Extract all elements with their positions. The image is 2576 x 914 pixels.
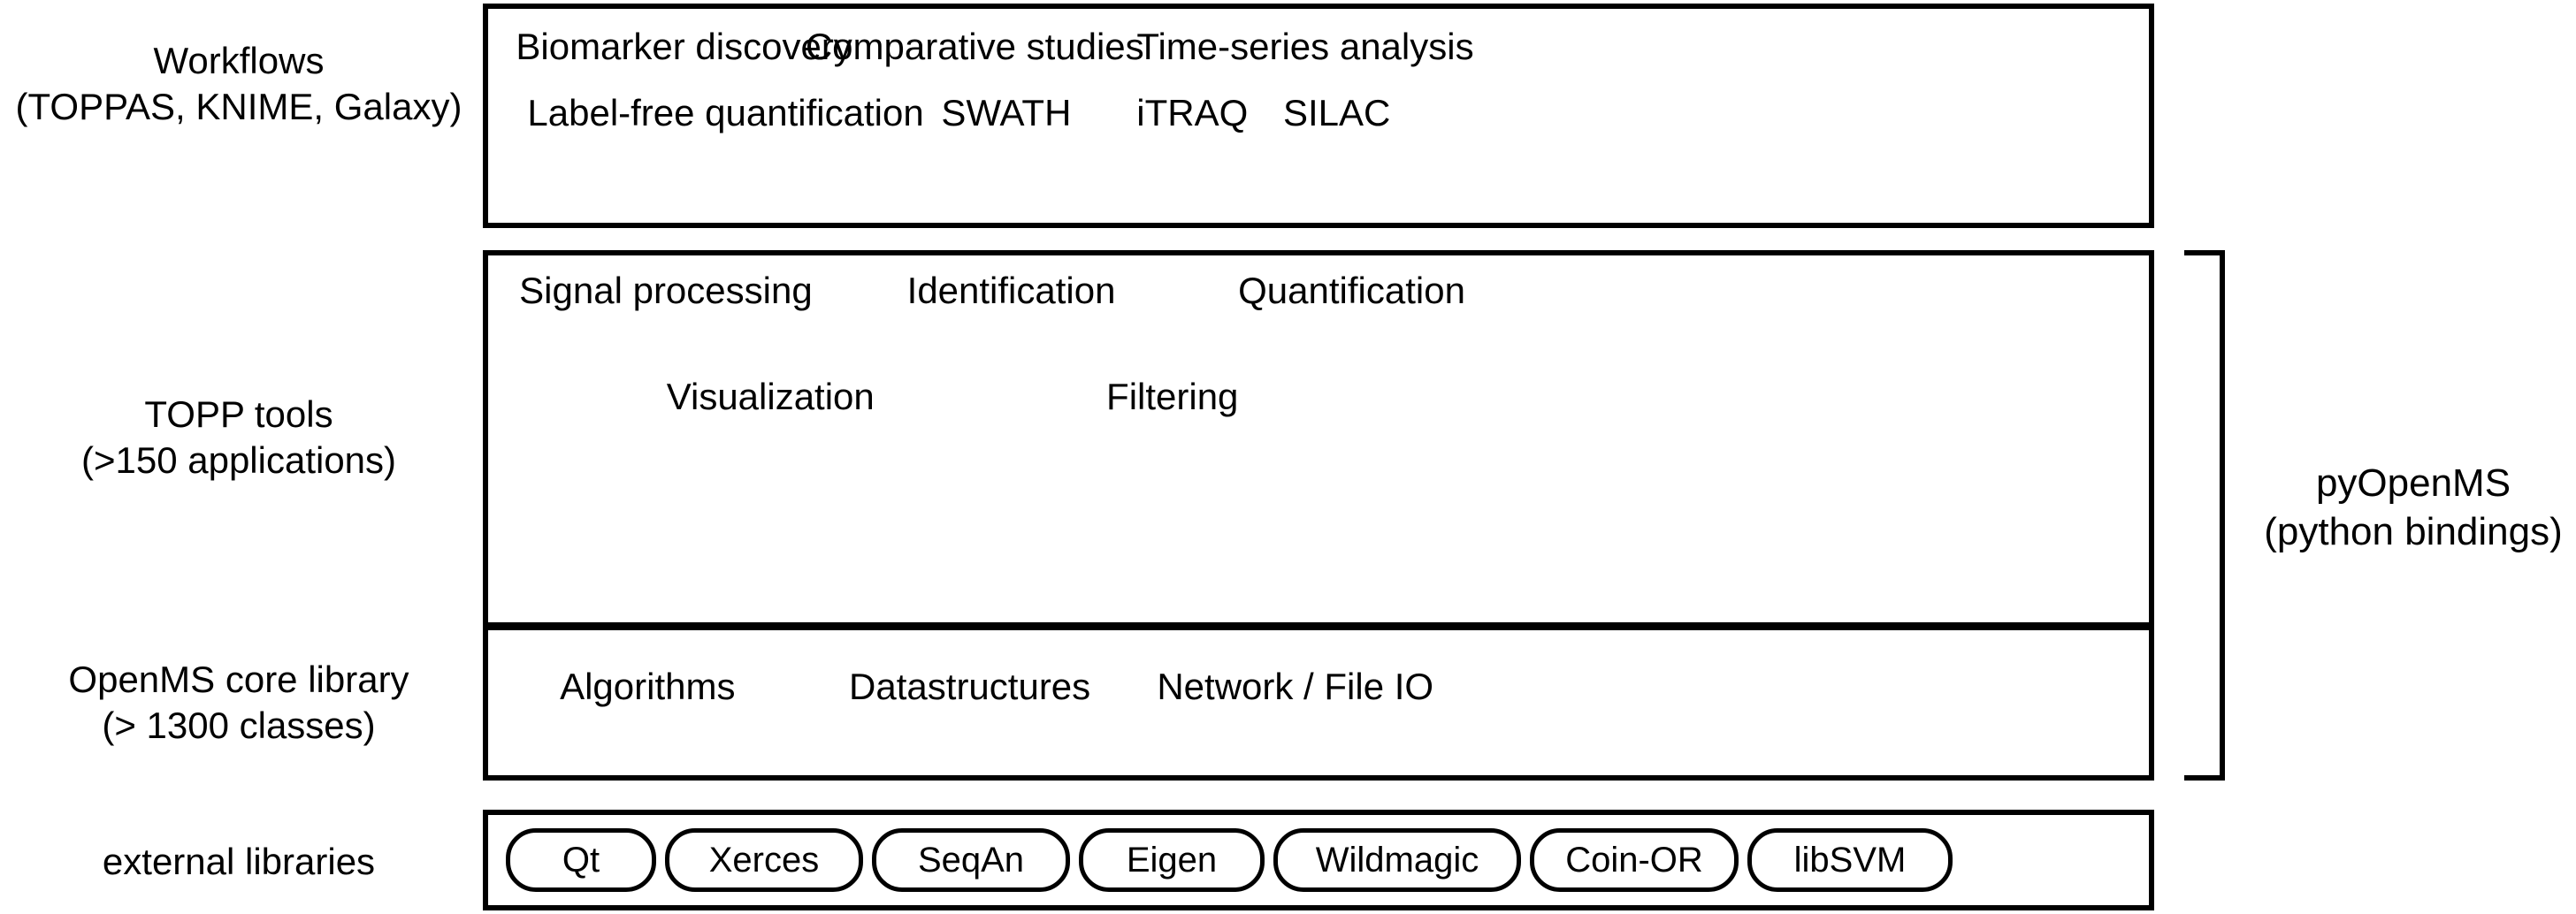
workflow-item-label-free-quantification: Label-free quantification	[527, 92, 924, 133]
pyopenms-label-line1: pyOpenMS	[2315, 461, 2511, 505]
workflow-item-itraq: iTRAQ	[1136, 92, 1249, 133]
topp-item-filtering: Filtering	[1106, 376, 1239, 417]
layer-label-openms-core-line1: OpenMS core library	[68, 658, 409, 700]
topp-item-signal-processing: Signal processing	[519, 270, 813, 311]
pyopenms-bracket	[2184, 250, 2225, 781]
pyopenms-label: pyOpenMS (python bindings)	[2251, 460, 2576, 556]
external-library-pill-libsvm[interactable]: libSVM	[1747, 828, 1953, 892]
layer-box-workflows: Biomarker discovery Comparative studies …	[483, 4, 2154, 228]
layer-box-topp-tools: Signal processing Identification Quantif…	[483, 250, 2154, 628]
layer-label-workflows-line1: Workflows	[153, 39, 325, 81]
core-item-datastructures: Datastructures	[849, 666, 1091, 707]
topp-item-visualization: Visualization	[666, 376, 875, 417]
core-item-algorithms: Algorithms	[560, 666, 736, 707]
layer-label-workflows: Workflows (TOPPAS, KNIME, Galaxy)	[0, 35, 478, 133]
workflow-item-comparative-studies: Comparative studies	[805, 26, 1144, 67]
layer-label-openms-core-line2: (> 1300 classes)	[102, 705, 376, 746]
layer-label-topp-tools-line1: TOPP tools	[144, 392, 333, 435]
pyopenms-label-line2: (python bindings)	[2264, 509, 2563, 553]
external-library-pill-xerces[interactable]: Xerces	[665, 828, 863, 892]
layer-label-workflows-line2: (TOPPAS, KNIME, Galaxy)	[15, 86, 462, 127]
core-item-network-file-io: Network / File IO	[1157, 666, 1434, 707]
layer-label-external-libraries-line1: external libraries	[102, 840, 376, 882]
layer-label-topp-tools-line2: (>150 applications)	[80, 439, 397, 481]
external-library-pill-coin-or[interactable]: Coin-OR	[1530, 828, 1739, 892]
external-library-pill-seqan[interactable]: SeqAn	[872, 828, 1070, 892]
layer-label-external-libraries: external libraries	[0, 835, 478, 888]
layer-box-openms-core: Algorithms Datastructures Network / File…	[483, 625, 2154, 781]
external-library-pill-wildmagic[interactable]: Wildmagic	[1273, 828, 1521, 892]
layer-box-external-libraries: Qt Xerces SeqAn Eigen Wildmagic Coin-OR …	[483, 810, 2154, 910]
layer-label-topp-tools: TOPP tools (>150 applications)	[0, 389, 478, 486]
external-library-pill-eigen[interactable]: Eigen	[1079, 828, 1265, 892]
topp-item-identification: Identification	[906, 270, 1116, 311]
workflow-item-silac: SILAC	[1282, 92, 1391, 133]
external-library-pill-qt[interactable]: Qt	[506, 828, 656, 892]
workflow-item-biomarker-discovery: Biomarker discovery	[516, 26, 852, 67]
workflow-item-time-series-analysis: Time-series analysis	[1136, 26, 1474, 67]
workflow-item-swath: SWATH	[941, 92, 1072, 133]
layer-label-openms-core: OpenMS core library (> 1300 classes)	[0, 654, 478, 751]
topp-item-quantification: Quantification	[1238, 270, 1465, 311]
